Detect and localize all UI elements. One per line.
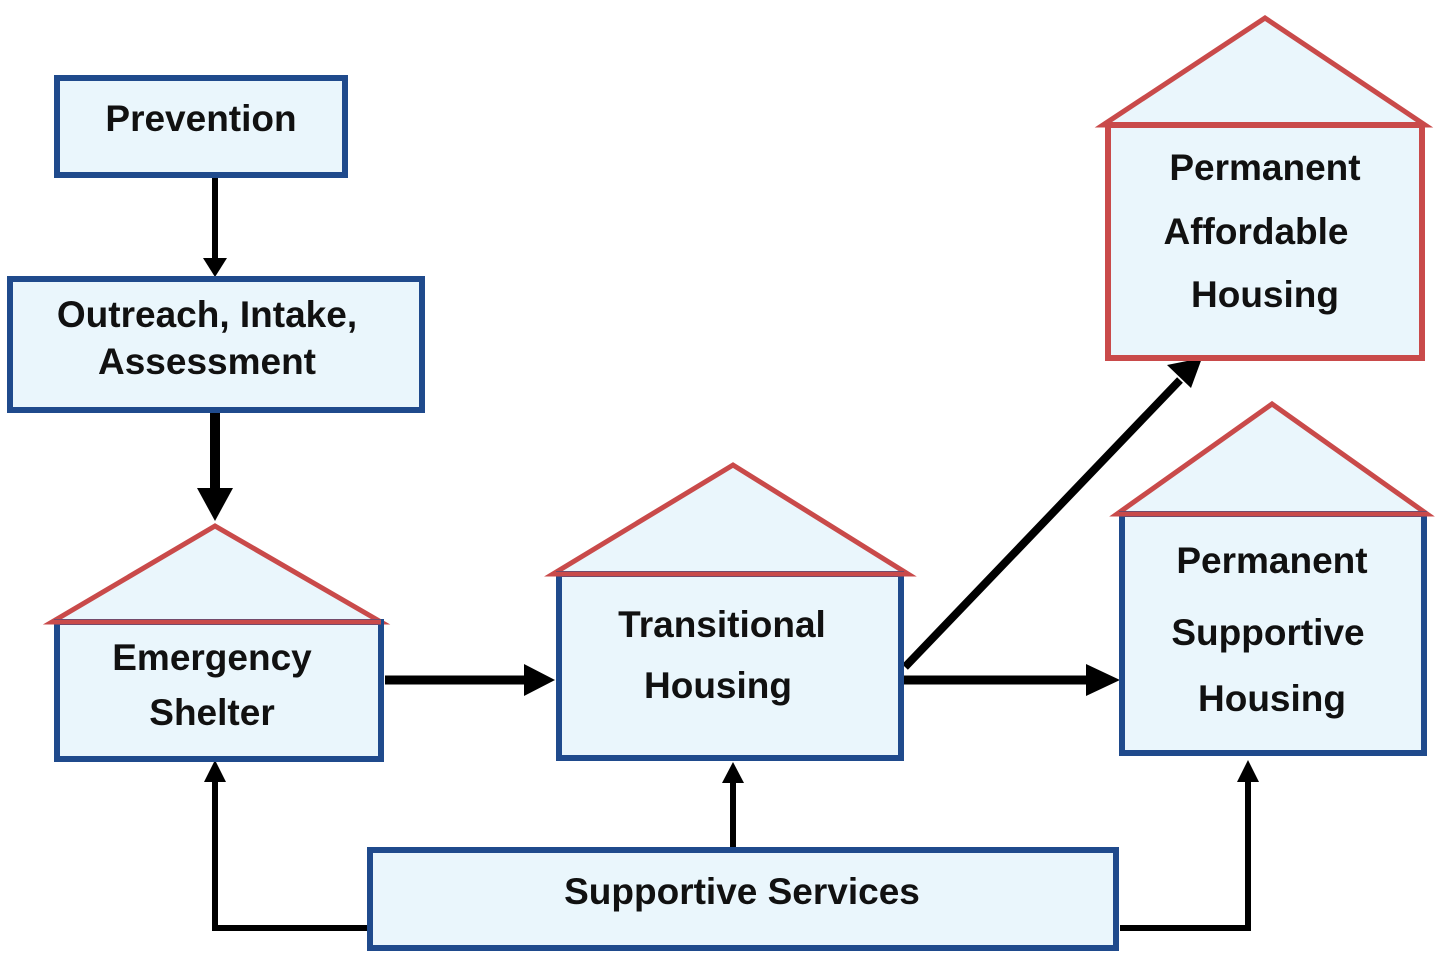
permanent-affordable-box bbox=[1105, 122, 1425, 361]
permanent-affordable-label-line1: Permanent bbox=[1169, 147, 1360, 188]
outreach-box bbox=[7, 276, 425, 413]
arrowhead-services-supportive bbox=[1237, 760, 1259, 782]
node-permanent-affordable-housing: Permanent Affordable Housing bbox=[1094, 14, 1434, 361]
connectors bbox=[197, 175, 1259, 931]
permanent-supportive-label-line2: Supportive bbox=[1171, 612, 1364, 653]
transitional-housing-label-line1: Transitional bbox=[618, 604, 826, 645]
prevention-label: Prevention bbox=[105, 98, 296, 139]
arrowhead-outreach-shelter bbox=[197, 488, 233, 521]
supportive-services-box bbox=[367, 847, 1119, 951]
permanent-affordable-roof bbox=[1094, 14, 1434, 128]
arrowhead-shelter-transitional bbox=[524, 664, 555, 696]
arrowhead-transitional-affordable bbox=[1167, 358, 1202, 388]
node-emergency-shelter: Emergency Shelter bbox=[42, 523, 391, 762]
prevention-box bbox=[54, 75, 348, 178]
node-outreach-intake-assessment: Outreach, Intake, Assessment bbox=[7, 276, 425, 413]
permanent-supportive-roof bbox=[1109, 400, 1435, 517]
supportive-services-label: Supportive Services bbox=[564, 871, 920, 912]
node-permanent-supportive-housing: Permanent Supportive Housing bbox=[1109, 400, 1435, 756]
arrowhead-services-shelter bbox=[204, 760, 226, 782]
permanent-supportive-label-line3: Housing bbox=[1198, 678, 1346, 719]
node-transitional-housing: Transitional Housing bbox=[544, 462, 917, 761]
outreach-label-line1: Outreach, Intake, bbox=[57, 294, 357, 335]
edge-services-supportive bbox=[1120, 780, 1251, 931]
permanent-supportive-box bbox=[1119, 511, 1427, 756]
edge-services-shelter bbox=[212, 780, 370, 931]
arrowhead-transitional-supportive bbox=[1086, 664, 1120, 696]
permanent-supportive-label-line1: Permanent bbox=[1176, 540, 1367, 581]
emergency-shelter-label-line2: Shelter bbox=[149, 692, 274, 733]
arrowhead-services-transitional bbox=[722, 762, 744, 783]
transitional-housing-box bbox=[556, 571, 904, 761]
permanent-affordable-label-line3: Housing bbox=[1191, 274, 1339, 315]
emergency-shelter-label-line1: Emergency bbox=[112, 637, 312, 678]
node-prevention: Prevention bbox=[54, 75, 348, 178]
transitional-housing-roof bbox=[544, 462, 917, 577]
outreach-label-line2: Assessment bbox=[98, 341, 316, 382]
node-supportive-services: Supportive Services bbox=[367, 847, 1119, 951]
transitional-housing-label-line2: Housing bbox=[644, 665, 792, 706]
arrowhead-prevention-outreach bbox=[203, 258, 227, 277]
emergency-shelter-roof bbox=[42, 523, 391, 625]
edge-transitional-affordable bbox=[902, 377, 1183, 670]
permanent-affordable-label-line2: Affordable bbox=[1164, 211, 1349, 252]
